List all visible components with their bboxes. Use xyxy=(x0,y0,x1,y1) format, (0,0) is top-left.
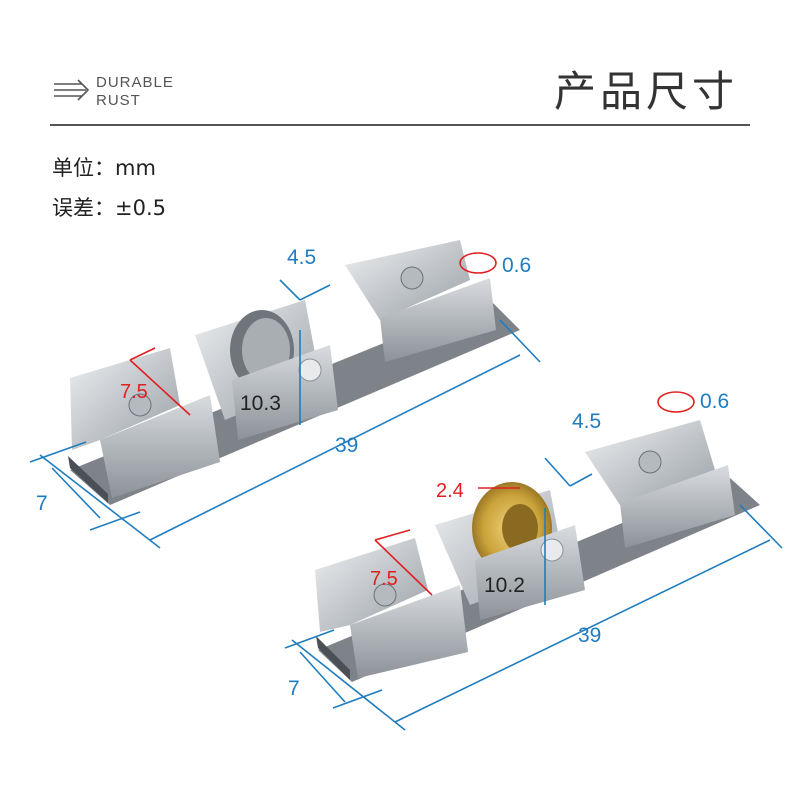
bottom-length-label: 39 xyxy=(578,624,601,647)
top-right-clip-front xyxy=(380,278,496,362)
bottom-axle-pin xyxy=(540,538,564,562)
bottom-wheel-width-label: 4.5 xyxy=(572,410,601,433)
bottom-screw-left xyxy=(373,583,397,607)
top-roller-part xyxy=(68,240,520,505)
arrow-icon xyxy=(54,79,90,101)
top-thickness-label: 0.6 xyxy=(502,254,531,277)
top-left-clip-back xyxy=(70,348,180,450)
bottom-screw-right xyxy=(638,450,662,474)
bottom-right-clip-front xyxy=(620,465,735,548)
bottom-height-label: 10.2 xyxy=(484,574,525,597)
top-screw-right xyxy=(400,266,424,290)
top-red-marks xyxy=(129,252,497,416)
bottom-width-label: 7 xyxy=(288,677,300,700)
tolerance-label: 误差：±0.5 xyxy=(52,196,166,220)
top-wheel-width-label: 4.5 xyxy=(287,246,316,269)
top-screw-left xyxy=(128,393,152,417)
top-left-clip-front xyxy=(100,395,220,498)
bottom-left-clip-front xyxy=(350,585,468,678)
bottom-dimension-lines xyxy=(284,457,783,731)
header-divider xyxy=(50,124,750,126)
bottom-red-marks xyxy=(374,391,695,596)
bottom-clip-depth-label: 7.5 xyxy=(370,568,398,590)
bottom-left-clip-back xyxy=(315,538,428,632)
bottom-thickness-label: 0.6 xyxy=(700,390,729,413)
top-dimension-lines xyxy=(29,279,541,549)
logo-text-rust: RUST xyxy=(96,92,141,109)
bottom-wheel-offset-label: 2.4 xyxy=(436,480,464,502)
top-length-label: 39 xyxy=(335,434,358,457)
logo-text-durable: DURABLE xyxy=(96,74,174,91)
page-title: 产品尺寸 xyxy=(553,67,738,116)
top-width-label: 7 xyxy=(36,492,48,515)
unit-label: 单位：mm xyxy=(52,156,156,180)
bottom-roller-part xyxy=(315,420,760,682)
brand-logo: DURABLE RUST xyxy=(52,72,182,112)
top-height-label: 10.3 xyxy=(240,392,281,415)
top-clip-depth-label: 7.5 xyxy=(120,381,148,403)
top-axle-pin xyxy=(298,358,322,382)
